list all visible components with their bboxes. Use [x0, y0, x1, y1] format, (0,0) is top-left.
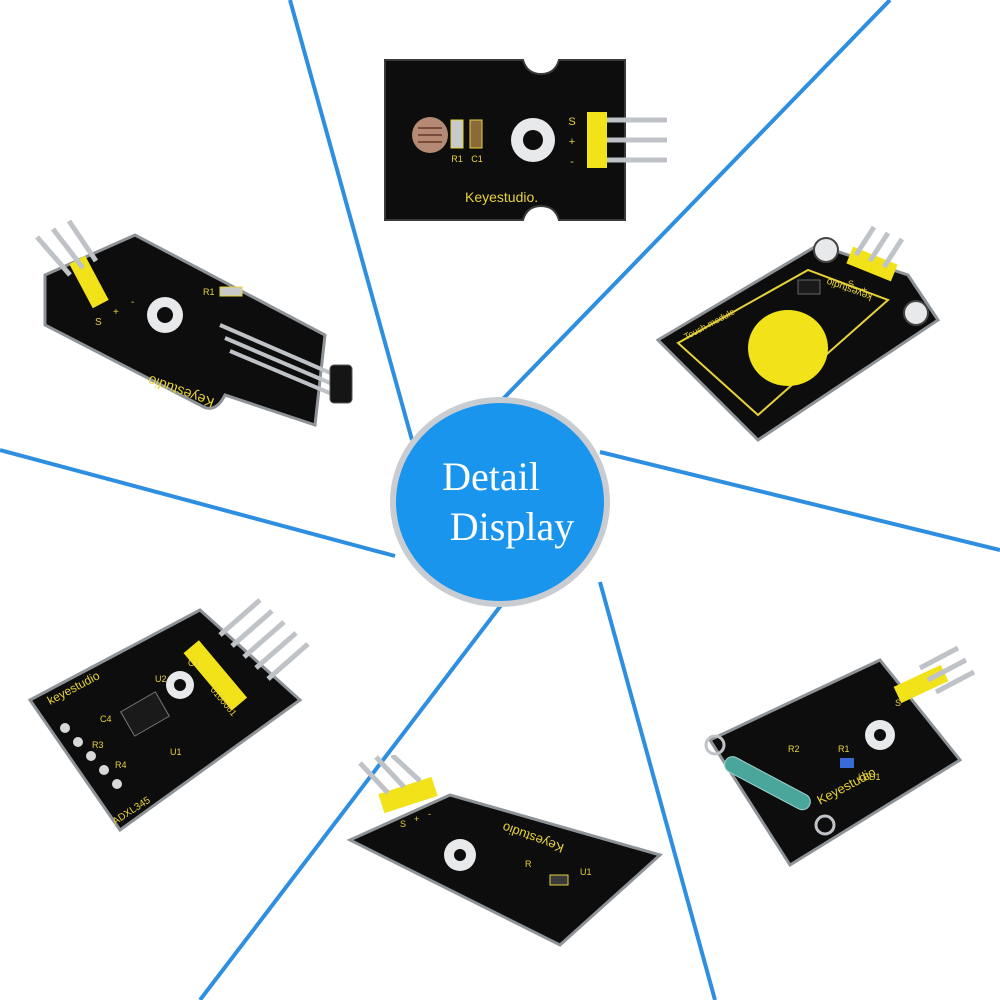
pin-header — [587, 112, 607, 168]
detail-display-badge: Detail Display — [390, 397, 610, 607]
touch-module: keyestudio Touch module S + - — [655, 225, 941, 442]
ref-label: R1 — [203, 287, 215, 297]
header-pins — [607, 117, 667, 163]
pin-label: + — [113, 307, 119, 318]
ref-label: LED1 — [858, 772, 881, 782]
ref-label: C1 — [471, 154, 483, 164]
pin-label: - — [921, 686, 924, 696]
pin-label: + — [862, 285, 867, 295]
badge-line-1: Detail — [442, 454, 540, 499]
pin-header — [893, 664, 949, 704]
pin-label: - — [131, 297, 134, 308]
pin-label: S — [400, 819, 406, 829]
touch-chip — [797, 279, 821, 295]
divider-line — [288, 0, 414, 441]
ref-label: C1 — [188, 658, 200, 668]
brand-label: Keyestudio. — [465, 189, 538, 205]
pin-label: S — [848, 279, 854, 289]
pin-label: + — [569, 136, 575, 148]
touch-pad — [748, 310, 828, 386]
divider-line — [599, 450, 1000, 552]
breakout-pads — [60, 723, 122, 789]
pin-label: - — [876, 291, 879, 301]
pin-label: + — [908, 692, 913, 702]
pin-header — [183, 640, 248, 711]
accelerometer-chip — [119, 691, 171, 737]
divider-line — [598, 581, 717, 1000]
pin-label: S — [95, 317, 102, 328]
resistor-component — [219, 286, 243, 297]
pin-header — [378, 776, 438, 814]
header-pins — [853, 225, 905, 269]
divider-line — [498, 0, 892, 404]
reed-switch — [724, 756, 811, 811]
ref-label: R1 — [451, 154, 463, 164]
header-pins — [358, 755, 422, 795]
hall-sensor-chip — [329, 364, 353, 404]
ref-label: R4 — [115, 760, 127, 770]
photocell-module: S + - R1 C1 Keyestudio. — [384, 59, 667, 221]
ref-label: R3 — [92, 740, 104, 750]
ref-label: R2 — [788, 744, 800, 754]
pin-label: S — [568, 116, 575, 128]
sensor-leads — [219, 323, 340, 399]
pin-label: S — [895, 698, 901, 708]
hall-sensor-module: S + - R1 Keyestudio — [35, 219, 353, 428]
photo-interrupter-module: Keyestudio R U1 S + - — [346, 755, 664, 947]
pin-label: - — [570, 156, 574, 168]
capacitor-component — [469, 119, 483, 149]
pin-label: - — [428, 809, 431, 819]
pin-header — [846, 246, 898, 282]
reed-lead — [814, 814, 836, 836]
divider-line — [198, 602, 504, 1000]
reed-lead — [704, 734, 726, 756]
header-pins — [218, 598, 310, 681]
ref-label: U1 — [580, 867, 592, 877]
badge-line-2: Display — [449, 504, 575, 549]
mounting-hole — [813, 237, 839, 263]
ref-label: C4 — [100, 714, 112, 724]
pin-header — [69, 255, 109, 309]
sensor-component — [549, 874, 569, 886]
header-pins — [918, 645, 976, 695]
ref-label: U2 — [155, 674, 167, 684]
divider-line — [0, 448, 396, 558]
accelerometer-module: keyestudio ADXL345 0100061 C4 R3 R4 U1 U… — [27, 598, 310, 833]
led-component — [840, 758, 854, 768]
ref-label: U1 — [170, 747, 182, 757]
ref-label: R — [525, 859, 532, 869]
reed-switch-module: Keyestudio R2 R1 LED1 S + - — [704, 645, 976, 868]
resistor-component — [450, 119, 464, 149]
mounting-hole — [903, 300, 929, 326]
header-pins — [35, 219, 99, 277]
pin-label: + — [414, 814, 419, 824]
ref-label: R1 — [838, 744, 850, 754]
